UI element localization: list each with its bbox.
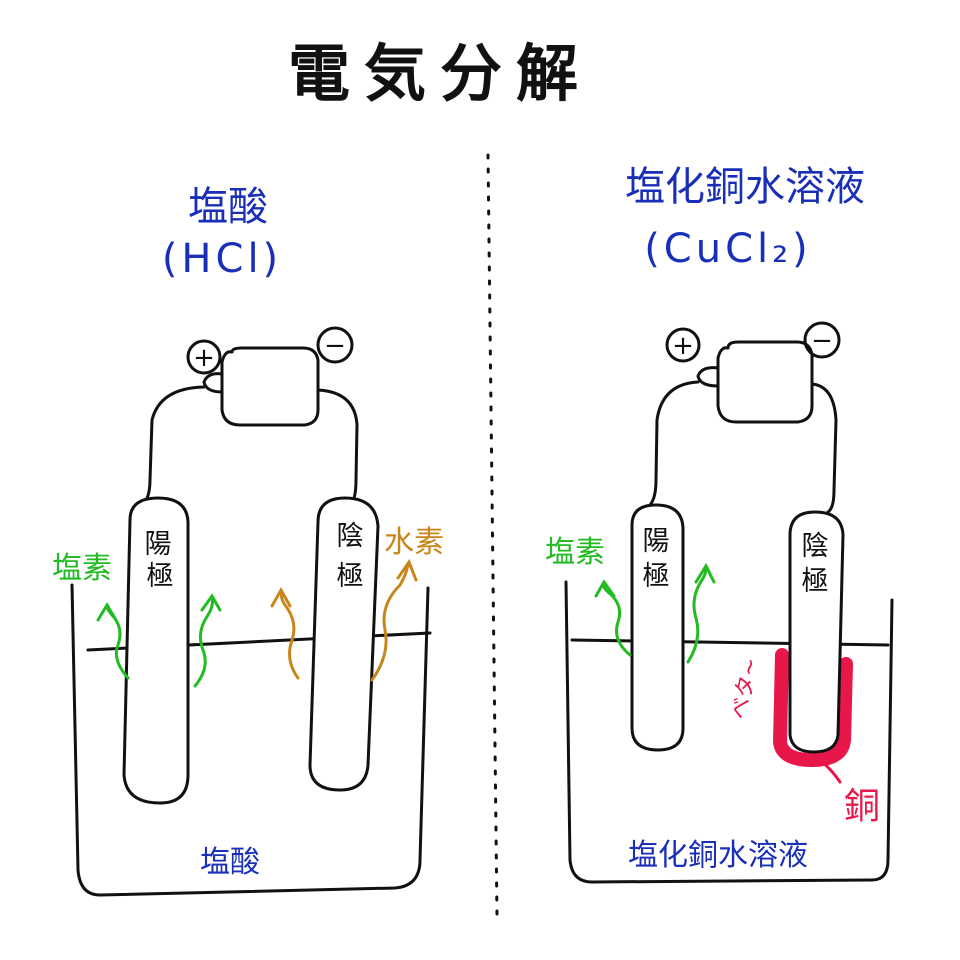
left-cathode-electrode	[308, 496, 380, 792]
left-anode-electrode	[122, 496, 190, 805]
left-plus-terminal	[186, 339, 222, 375]
right-minus-sign: −	[811, 326, 833, 356]
left-minus-sign: −	[324, 331, 346, 361]
left-solution-name: 塩酸	[188, 184, 268, 230]
right-plus-terminal	[665, 327, 701, 363]
copper-pointer	[818, 758, 842, 784]
right-cathode-label-1: 陰	[802, 531, 829, 562]
left-wire-cathode	[316, 388, 359, 507]
left-anode-gas-label: 塩素	[52, 551, 112, 586]
left-experiment: 塩酸 (HCl) + − 陽 極 陽極 陰 極 陰極 塩素 水素	[52, 184, 444, 897]
right-battery: + −	[665, 321, 841, 424]
right-cathode-electrode	[788, 510, 845, 754]
right-anode-gas-label: 塩素	[545, 535, 605, 570]
left-wire-anode	[133, 385, 206, 512]
left-plus-sign: +	[193, 343, 215, 373]
copper-deposit	[773, 648, 853, 767]
left-minus-terminal	[316, 326, 354, 364]
copper-label: 銅	[844, 786, 880, 827]
left-anode-label-2: 極	[147, 561, 174, 592]
right-wire-anode	[648, 380, 700, 507]
page-title: 電気分解	[288, 37, 592, 110]
right-cathode-label-2: 極	[802, 566, 829, 597]
left-anode-label-1: 陽	[145, 529, 172, 560]
right-solution-name: 塩化銅水溶液	[625, 164, 865, 210]
right-liquid-label: 塩化銅水溶液	[628, 838, 808, 873]
right-anode-electrode	[630, 503, 685, 752]
left-cathode-gas-label: 水素	[384, 525, 444, 560]
left-beaker	[70, 583, 430, 897]
left-cathode-label-1: 陰	[337, 521, 364, 552]
right-chlorine-arrows	[594, 562, 716, 664]
left-chlorine-arrows	[96, 593, 222, 688]
left-battery: + −	[186, 326, 354, 427]
left-cathode-label-2: 極	[337, 561, 364, 592]
left-formula: (HCl)	[162, 236, 282, 282]
right-experiment: 塩化銅水溶液 (CuCl₂) + − 陽 極 陽極 陰 極 陰極 塩素	[545, 164, 894, 884]
right-beaker	[564, 580, 894, 884]
right-plus-sign: +	[672, 331, 694, 361]
center-divider	[486, 153, 499, 917]
right-wire-cathode	[810, 382, 838, 514]
right-anode-label-2: 極	[643, 561, 670, 592]
right-formula: (CuCl₂)	[644, 226, 812, 272]
right-minus-terminal	[803, 321, 841, 359]
left-liquid-label: 塩酸	[200, 845, 260, 880]
right-anode-label-1: 陽	[643, 526, 670, 557]
copper-deposit-note: ベタ~	[727, 656, 764, 722]
left-hydrogen-arrows	[270, 558, 418, 682]
